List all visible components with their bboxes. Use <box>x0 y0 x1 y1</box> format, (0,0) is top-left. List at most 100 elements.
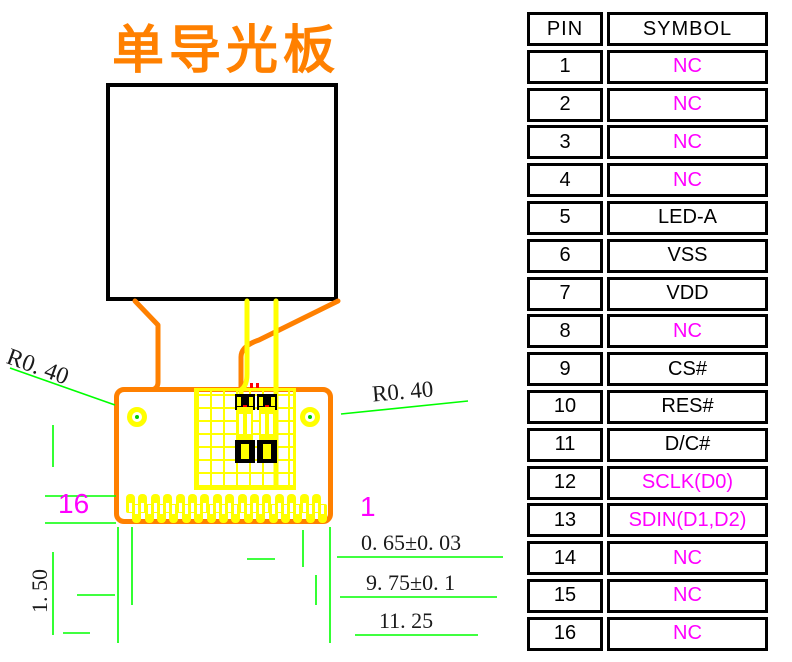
pin-cell: 1 <box>527 49 603 84</box>
connector-pad <box>237 494 247 513</box>
edge-offset-dimension: 1. 50 <box>27 569 52 613</box>
connector-pin-row <box>126 494 328 523</box>
pin-cell: 11 <box>527 427 603 462</box>
connector-pad <box>268 504 278 523</box>
symbol-cell: CS# <box>607 352 768 387</box>
connector-width-dimension: 11. 25 <box>379 608 434 633</box>
connector-pad <box>175 494 185 513</box>
connector-pad <box>243 504 253 523</box>
connector-pad <box>287 494 297 513</box>
mounting-hole-right <box>300 407 320 427</box>
symbol-header-cell: SYMBOL <box>607 12 768 46</box>
symbol-cell: VDD <box>607 276 768 311</box>
component-body <box>237 407 253 441</box>
pin-cell: 8 <box>527 314 603 349</box>
connector-pad <box>169 504 179 523</box>
red-reference-mark <box>256 383 259 388</box>
fpc-neck-left-trace <box>132 298 161 393</box>
radius-dimension-left: R0. 40 <box>3 344 73 391</box>
symbol-cell: NC <box>607 616 768 651</box>
connector-pad <box>181 504 191 523</box>
mounting-hole-left <box>127 407 147 427</box>
symbol-cell: NC <box>607 578 768 613</box>
lcd-panel-outline <box>106 83 338 301</box>
connector-pad <box>144 504 154 523</box>
symbol-cell: RES# <box>607 389 768 424</box>
symbol-cell: D/C# <box>607 427 768 462</box>
connector-pad <box>312 494 321 513</box>
component-pad-bottom <box>235 440 255 463</box>
symbol-cell: LED-A <box>607 200 768 235</box>
connector-pad <box>299 494 309 513</box>
pin-cell: 13 <box>527 503 603 538</box>
connector-pad <box>206 504 216 523</box>
symbol-cell: NC <box>607 314 768 349</box>
component-body <box>259 407 275 441</box>
connector-pad <box>274 494 284 513</box>
pin-cell: 15 <box>527 578 603 613</box>
component-footprint-right <box>257 394 277 463</box>
symbol-cell: SCLK(D0) <box>607 465 768 500</box>
connector-pad <box>126 494 135 513</box>
pin-cell: 5 <box>527 200 603 235</box>
connector-pad <box>305 504 315 523</box>
connector-pad <box>212 494 222 513</box>
symbol-cell: VSS <box>607 238 768 273</box>
component-footprint-left <box>235 394 255 463</box>
pin-cell: 14 <box>527 541 603 576</box>
connector-pad <box>188 494 197 513</box>
connector-pad <box>200 494 210 513</box>
red-reference-mark <box>250 383 253 388</box>
connector-pad <box>219 504 228 523</box>
component-pad-bottom <box>257 440 277 463</box>
pin-cell: 3 <box>527 125 603 160</box>
pin-pitch-dimension: 0. 65±0. 03 <box>361 530 462 555</box>
pin-cell: 10 <box>527 389 603 424</box>
pin-header-cell: PIN <box>527 12 603 46</box>
connector-pad <box>132 504 142 523</box>
pin-cell: 4 <box>527 163 603 198</box>
connector-pad <box>150 494 160 513</box>
pin-1-label: 1 <box>360 491 376 522</box>
connector-pad <box>293 504 303 523</box>
connector-pad <box>250 494 259 513</box>
pin-cell: 9 <box>527 352 603 387</box>
component-pad-top <box>257 394 277 410</box>
pin-cell: 6 <box>527 238 603 273</box>
connector-pad <box>138 494 148 513</box>
pin-16-label: 16 <box>58 488 90 519</box>
pin-span-dimension: 9. 75±0. 1 <box>366 570 456 595</box>
connector-pad <box>281 504 290 523</box>
connector-pad <box>318 504 328 523</box>
pin-cell: 2 <box>527 87 603 122</box>
fpc-neck-right-trace <box>238 298 341 393</box>
connector-pad <box>194 504 204 523</box>
pin-cell: 7 <box>527 276 603 311</box>
connector-pad <box>163 494 173 513</box>
connector-pad <box>157 504 166 523</box>
radius-dimension-right: R0. 40 <box>370 376 435 407</box>
symbol-cell: NC <box>607 87 768 122</box>
symbol-cell: NC <box>607 541 768 576</box>
symbol-cell: NC <box>607 49 768 84</box>
pin-cell: 16 <box>527 616 603 651</box>
connector-pad <box>225 494 235 513</box>
connector-pad <box>231 504 241 523</box>
symbol-cell: NC <box>607 125 768 160</box>
